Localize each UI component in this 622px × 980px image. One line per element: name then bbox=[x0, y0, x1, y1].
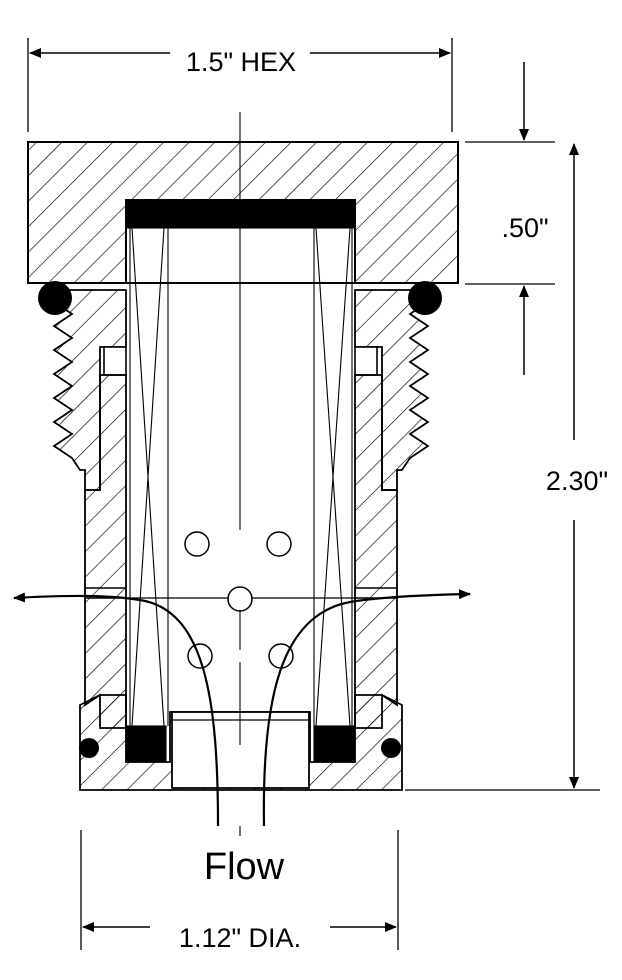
dimension-diameter: 1.12" DIA. bbox=[80, 830, 399, 953]
left-thread bbox=[52, 289, 127, 491]
o-rings bbox=[38, 281, 442, 758]
hex-dimension-label: 1.5" HEX bbox=[186, 47, 296, 77]
dimension-hex: 1.5" HEX bbox=[27, 38, 453, 132]
overall-length-label: 2.30" bbox=[546, 466, 608, 496]
diameter-label: 1.12" DIA. bbox=[179, 923, 301, 953]
o-ring-left-lower bbox=[79, 738, 99, 758]
thread-length-label: .50" bbox=[501, 213, 548, 243]
o-ring-right-upper bbox=[408, 281, 442, 315]
o-ring-right-lower bbox=[381, 738, 401, 758]
flow-label: Flow bbox=[204, 846, 285, 888]
port-holes bbox=[184, 531, 294, 669]
dimension-thread-length: .50" bbox=[465, 62, 555, 375]
dimension-overall-length: 2.30" bbox=[405, 143, 608, 791]
flow-paths bbox=[13, 589, 471, 827]
o-ring-left-upper bbox=[38, 281, 72, 315]
